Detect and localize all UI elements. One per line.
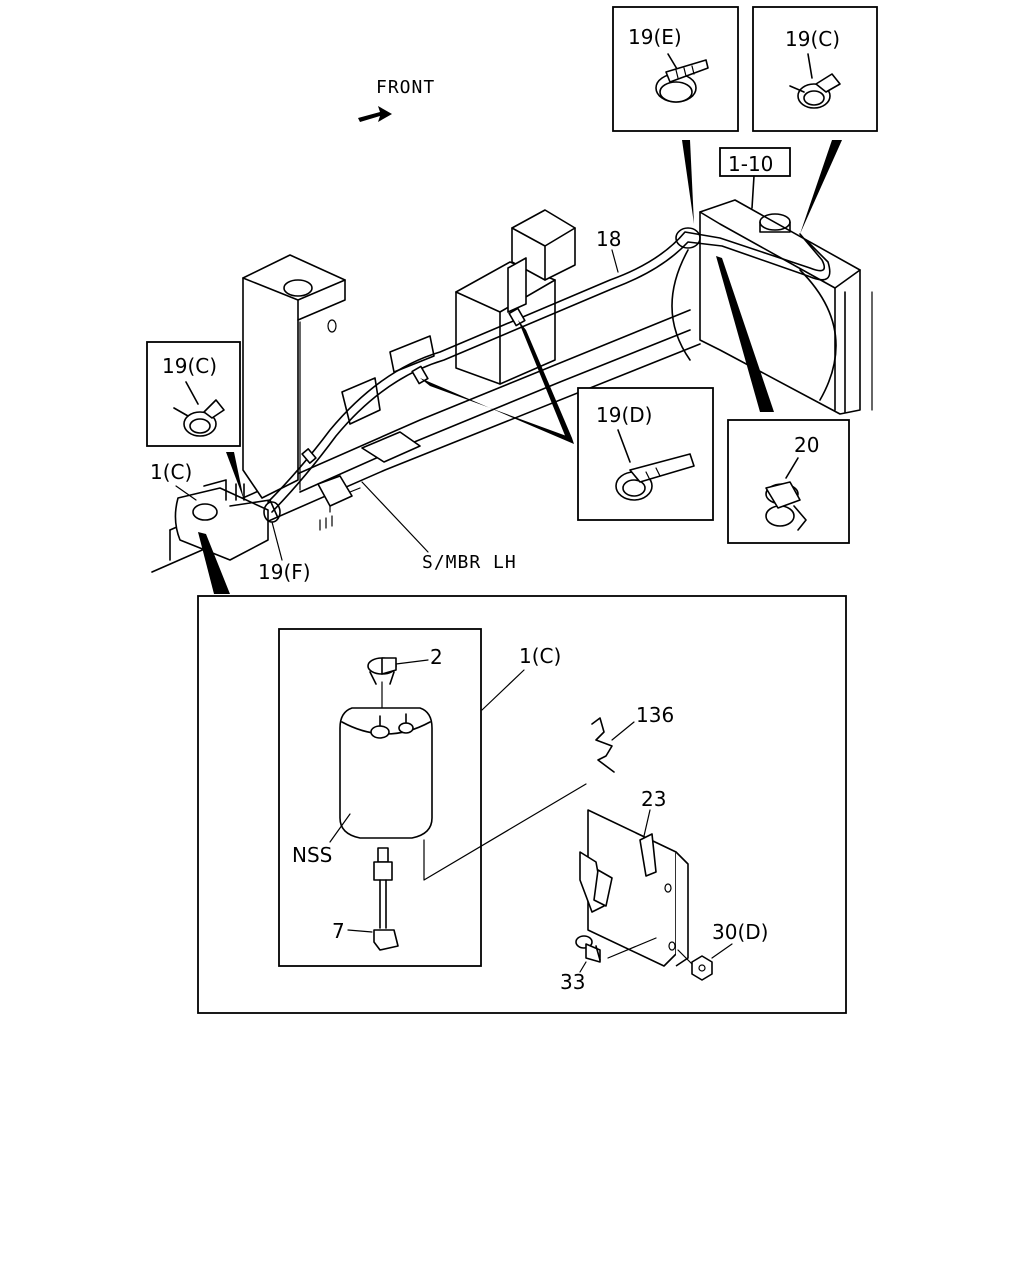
label-19c-top: 19(C) — [785, 27, 840, 51]
detail-box-20: 20 — [727, 419, 850, 544]
label-1-10: 1-10 — [728, 152, 773, 176]
label-19f: 19(F) — [258, 560, 311, 584]
label-20: 20 — [794, 433, 819, 457]
front-arrow-icon — [358, 106, 392, 122]
label-nss: NSS — [292, 843, 332, 867]
leader-1c-detail — [481, 669, 525, 711]
label-7: 7 — [332, 919, 345, 943]
tank-to-bracket-line — [423, 783, 587, 881]
callout-pointers — [198, 140, 842, 594]
label-18: 18 — [596, 227, 621, 251]
leader-19f — [271, 521, 283, 561]
spring-clip-136: 136 — [591, 703, 674, 773]
front-direction-indicator: FRONT — [358, 77, 435, 122]
label-33: 33 — [560, 970, 585, 994]
label-19d: 19(D) — [596, 403, 652, 427]
pump-part-7: 7 — [332, 847, 399, 951]
bracket-part-23: 23 — [579, 787, 689, 967]
label-1c-top: 1(C) — [150, 460, 192, 484]
hose-18 — [267, 227, 831, 513]
label-136: 136 — [636, 703, 674, 727]
label-19e: 19(E) — [628, 25, 682, 49]
front-label: FRONT — [376, 77, 435, 98]
bolt-part-33: 33 — [560, 935, 657, 994]
leader-nss — [329, 813, 351, 843]
label-30d: 30(D) — [712, 920, 768, 944]
leader-18 — [611, 249, 619, 273]
reference-box-1-10: 1-10 — [719, 147, 791, 209]
label-23: 23 — [641, 787, 666, 811]
label-19c-left: 19(C) — [162, 354, 217, 378]
label-1c-detail: 1(C) — [519, 644, 561, 668]
detail-box-19c-left: 19(C) — [146, 341, 241, 447]
detail-box-19c-top: 19(C) — [752, 6, 878, 132]
detail-box-19e: 19(E) — [612, 6, 739, 132]
nut-part-30d: 30(D) — [677, 920, 768, 981]
label-2: 2 — [430, 645, 443, 669]
leader-1c-top — [175, 485, 197, 501]
cap-part-2: 2 — [367, 645, 443, 725]
exploded-detail-frame: 1(C) 2 NSS 7 — [197, 595, 847, 1014]
washer-tank-body — [339, 707, 433, 839]
label-s-mbr-lh: S/MBR LH — [422, 552, 517, 573]
leader-s-mbr-lh — [361, 481, 429, 553]
detail-box-19d: 19(D) — [577, 387, 714, 521]
